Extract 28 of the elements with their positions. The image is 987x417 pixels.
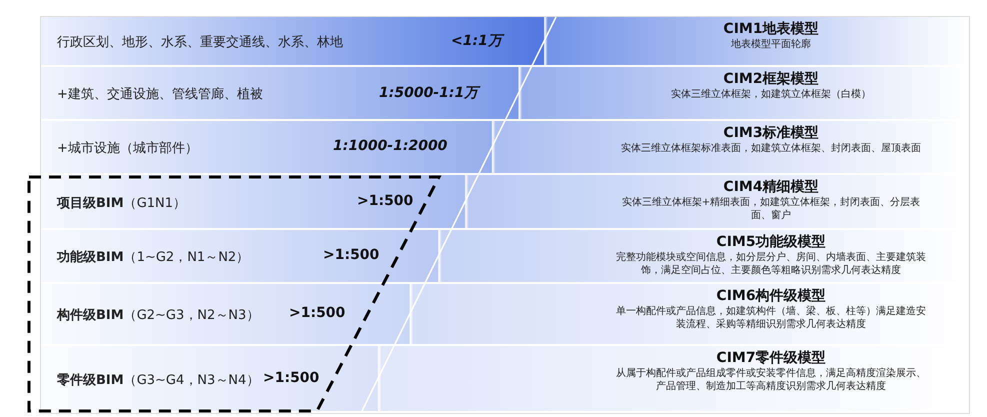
model-description: 单一构配件或产品信息，如建筑构件（墙、梁、板、柱等）满足建造安装流程、采购等精细识别需求几何表达精度 [616, 305, 926, 331]
model-title: CIM4精细模型 [722, 178, 820, 196]
model-description: 实体三维立体框架标准表面，如建筑立体框架、封闭表面、屋顶表面 [620, 142, 922, 155]
model-title: CIM1地表模型 [722, 20, 820, 38]
scale-text: >1:500 [323, 247, 380, 263]
category-text: 项目级BIM（G1N1） [57, 194, 186, 212]
model-title: CIM3标准模型 [722, 124, 820, 142]
scale-text: >1:500 [357, 192, 414, 208]
model-description: 实体三维立体框架，如建筑立体框架（白模） [670, 88, 872, 101]
scale-text: 1:1000-1:2000 [333, 138, 448, 154]
category-text: +城市设施（城市部件） [57, 140, 198, 157]
model-description: 地表模型平面轮廓 [730, 38, 812, 51]
model-description: 从属于构配件或产品组成零件或安装零件信息，满足高精度渲染展示、产品管理、制造加工等高精度识别需求几何表达精度 [616, 367, 926, 393]
scale-text: <1:1万 [451, 32, 502, 50]
category-text: 零件级BIM（G3~G4，N3～N4） [57, 372, 260, 388]
model-title: CIM2框架模型 [722, 70, 820, 88]
scale-text: >1:500 [289, 305, 346, 321]
model-title: CIM5功能级模型 [715, 233, 827, 251]
scale-text: 1:5000-1:1万 [379, 84, 478, 102]
scale-text: >1:500 [263, 370, 320, 386]
model-description: 实体三维立体框架+精细表面，如建筑立体框架，封闭表面、分层表面、窗户 [620, 196, 922, 222]
category-text: 功能级BIM（1~G2，N1～N2） [57, 249, 250, 266]
model-title: CIM7零件级模型 [715, 349, 827, 367]
model-description: 完整功能模块或空间信息，如分层分户、房间、内墙表面、主要建筑装饰，满足空间占位、主要颜色等粗略识别需求几何表达精度 [616, 251, 926, 277]
category-text: +建筑、交通设施、管线管廊、植被 [57, 86, 263, 103]
category-text: 构件级BIM（G2~G3，N2～N3） [57, 307, 260, 324]
category-text: 行政区划、地形、水系、重要交通线、水系、林地 [57, 34, 343, 51]
model-title: CIM6构件级模型 [715, 287, 827, 305]
